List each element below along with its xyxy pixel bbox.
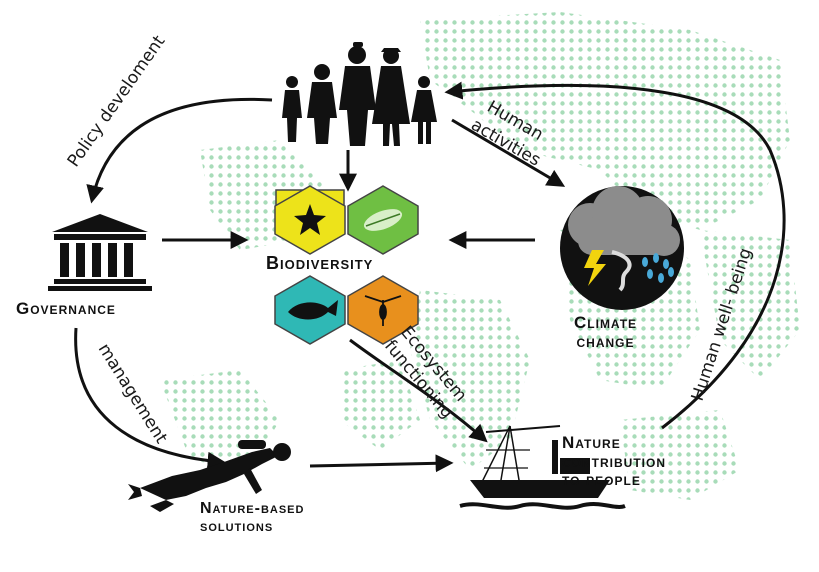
- hex-leaf: [347, 185, 419, 255]
- hex-plankton: [347, 275, 419, 345]
- management-arrow: [74, 327, 226, 470]
- wellbeing-arrow: [444, 81, 786, 430]
- starfish-icon: [294, 204, 326, 235]
- hex-starfish: [274, 185, 346, 255]
- nature-based-solutions-label-line1: Nature-based: [200, 500, 305, 517]
- human-activities-arrow: [451, 118, 566, 187]
- policy-arrow: [86, 97, 273, 204]
- nature-contribution-label: Nature contribution to people: [562, 433, 666, 490]
- biodiversity-label: Biodiversity: [266, 253, 374, 274]
- hex-fish: [274, 275, 346, 345]
- government-building-icon: [48, 214, 152, 291]
- biodiversity-label-text: Biodiversity: [266, 253, 374, 273]
- nature-contribution-label-line2: contribution: [562, 451, 666, 471]
- plankton-icon: [364, 295, 402, 326]
- nature-contribution-label-line1: Nature: [562, 433, 621, 452]
- ecosystem-functioning-arrow: [349, 338, 488, 443]
- nature-based-solutions-label-line2: solutions: [200, 517, 274, 535]
- nbs-to-ncp-arrow: [309, 454, 454, 473]
- management-label: management: [94, 340, 171, 447]
- fish-icon: [288, 300, 338, 320]
- climate-change-label-line1: Climate: [574, 313, 638, 332]
- storm-cloud-icon: [560, 186, 684, 310]
- scuba-diver-icon: [128, 440, 291, 512]
- biodiversity-hexagons: [274, 185, 419, 345]
- nature-based-solutions-label: Nature-based solutions: [200, 500, 304, 535]
- nature-contribution-label-line3: to people: [562, 470, 641, 490]
- governance-label-text: Governance: [16, 299, 116, 318]
- world-map-background: [160, 12, 800, 500]
- family-silhouette-icon: [282, 42, 437, 146]
- fishing-boat-icon: [459, 425, 626, 510]
- governance-label: Governance: [16, 299, 116, 319]
- climate-change-label: Climate change: [574, 313, 638, 351]
- climate-change-label-line2: change: [576, 331, 635, 351]
